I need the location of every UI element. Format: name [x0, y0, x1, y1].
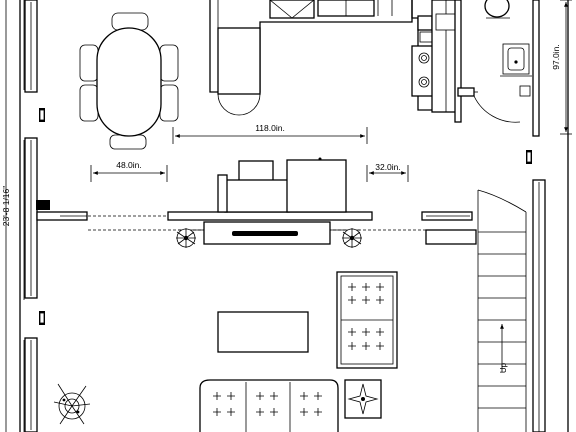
label-left-clearance: 48.0in.: [116, 160, 142, 170]
dimension-right-clearance: [366, 165, 409, 182]
staircase: [425, 189, 527, 432]
plant-right: [342, 228, 362, 248]
side-table-with-plant: [344, 379, 382, 419]
kitchen-island: [217, 157, 347, 213]
kitchen-counters: [209, 0, 461, 116]
label-stairs-up: Up: [499, 362, 508, 373]
bathroom: [454, 0, 540, 137]
corner-plant: [53, 383, 91, 425]
loveseat: [336, 271, 398, 369]
label-room-length: 23'-8 1/16": [1, 186, 11, 227]
dimension-left-clearance: [90, 165, 168, 182]
tv-wall-unit: [178, 221, 360, 245]
left-exterior-wall: [19, 0, 45, 432]
dimension-island-width: [172, 127, 368, 144]
coffee-table: [217, 311, 309, 353]
sofa: [199, 379, 339, 432]
dimension-bath-height: [560, 0, 572, 135]
dining-table-set: [79, 12, 179, 150]
label-bath-height: 97.0in.: [551, 44, 561, 70]
plant-left: [176, 228, 196, 248]
label-island-width: 118.0in.: [255, 123, 285, 133]
right-exterior-wall: [526, 0, 569, 432]
label-right-clearance: 32.0in.: [375, 162, 401, 172]
